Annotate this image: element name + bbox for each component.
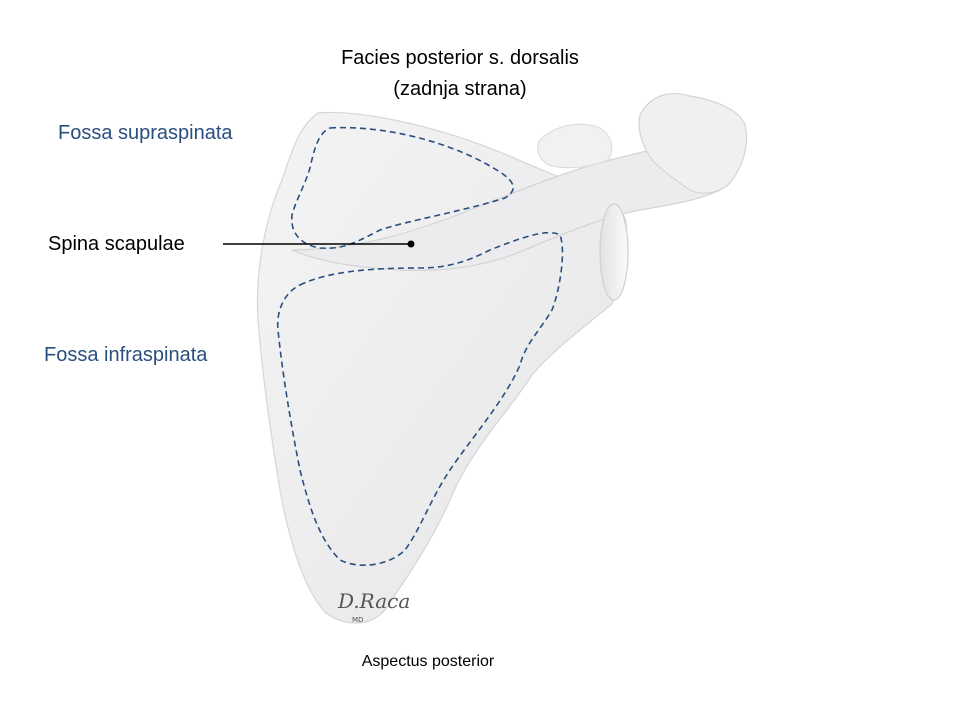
label-fossa-infraspinata: Fossa infraspinata (44, 344, 208, 366)
coracoid-shape (537, 123, 613, 169)
spina-leader-dot (407, 240, 415, 248)
fossa-infraspinata-outline (276, 231, 564, 566)
fossa-supraspinata-outline (291, 126, 514, 250)
acromion-shape (638, 93, 748, 194)
signature-text: D.Raca (337, 589, 410, 613)
label-fossa-supraspinata: Fossa supraspinata (58, 122, 233, 144)
label-spina-scapulae: Spina scapulae (48, 233, 185, 255)
glenoid-cavity (599, 203, 629, 301)
artist-signature: D.Raca MD (337, 589, 410, 624)
diagram-title-line2: (zadnja strana) (393, 78, 527, 100)
caption-aspectus-posterior: Aspectus posterior (361, 653, 495, 670)
signature-sub: MD (352, 616, 363, 624)
diagram-title-line1: Facies posterior s. dorsalis (341, 47, 579, 69)
